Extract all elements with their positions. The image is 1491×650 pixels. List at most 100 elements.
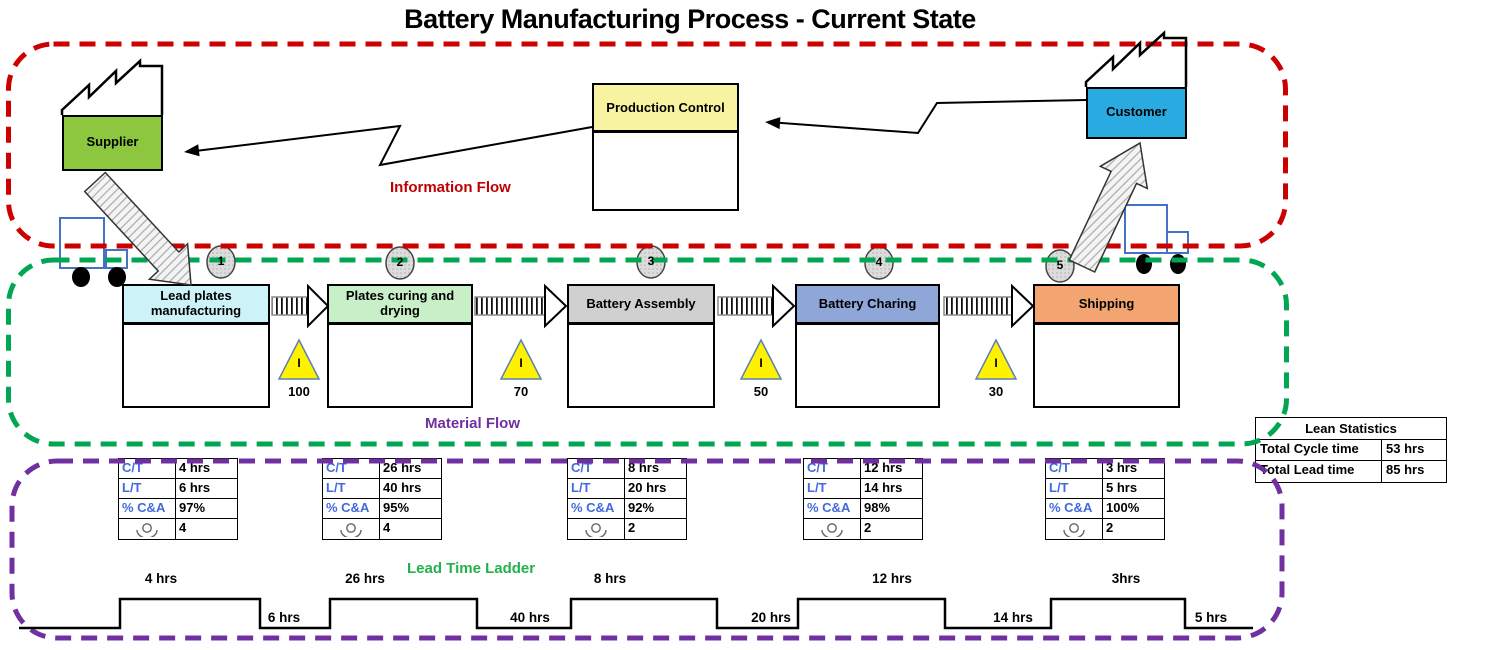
total-lead-time-label: Total Lead time (1256, 461, 1382, 482)
ct-label: C/T (804, 459, 861, 478)
step-number-1: 1 (217, 254, 225, 268)
ct-value: 4 hrs (179, 460, 211, 475)
process-name: Plates curing and drying (329, 286, 471, 325)
ca-value: 95% (383, 500, 410, 515)
customer-node: Customer (1086, 87, 1187, 139)
inventory-quantity: 70 (513, 384, 529, 399)
push-arrow-2 (474, 283, 568, 329)
ladder-segment-label: 26 hrs (345, 571, 385, 586)
supplier-truck-icon (59, 217, 128, 287)
ct-value: 26 hrs (383, 460, 422, 475)
page-title: Battery Manufacturing Process - Current … (404, 4, 976, 34)
push-arrow-3 (717, 283, 796, 329)
total-cycle-time-value: 53 hrs (1386, 441, 1425, 456)
operators-value: 2 (864, 520, 872, 535)
total-lead-time-value: 85 hrs (1386, 462, 1425, 477)
ladder-segment-label: 14 hrs (993, 610, 1033, 625)
lean-statistics-title: Lean Statistics (1256, 418, 1446, 440)
inventory-symbol: I (994, 356, 998, 370)
inventory-quantity: 30 (988, 384, 1004, 399)
operators-value: 2 (628, 520, 636, 535)
operator-icon (119, 519, 176, 539)
table-row: Total Lead time 85 hrs (1256, 461, 1446, 482)
customer-truck-icon (1124, 204, 1189, 274)
process-body (797, 325, 938, 406)
push-arrow-1 (271, 283, 330, 329)
ct-label: C/T (1046, 459, 1103, 478)
step-number-4: 4 (875, 255, 883, 269)
lt-label: L/T (119, 479, 176, 498)
process-body (569, 325, 713, 406)
inventory-symbol: I (759, 356, 763, 370)
lt-value: 5 hrs (1106, 480, 1138, 495)
process-box-3: Battery Assembly (567, 284, 715, 408)
ca-value: 97% (179, 500, 206, 515)
inventory-quantity: 50 (753, 384, 769, 399)
lt-value: 20 hrs (628, 480, 667, 495)
lead-time-ladder-label: Lead Time Ladder (407, 560, 536, 577)
operator-icon (804, 519, 861, 539)
table-row: Total Cycle time 53 hrs (1256, 440, 1446, 461)
inventory-symbol: I (297, 356, 301, 370)
information-flow-label: Information Flow (390, 179, 511, 196)
lt-value: 6 hrs (179, 480, 211, 495)
operators-value: 2 (1106, 520, 1114, 535)
ladder-segment-label: 12 hrs (872, 571, 912, 586)
production-control-to-supplier-arrow (184, 124, 593, 167)
ct-value: 12 hrs (864, 460, 903, 475)
table-row: 2 (1046, 519, 1164, 539)
operators-value: 4 (179, 520, 187, 535)
process-name: Lead plates manufacturing (124, 286, 268, 325)
process-box-4: Battery Charing (795, 284, 940, 408)
process-box-1: Lead plates manufacturing (122, 284, 270, 408)
ladder-segment-label: 8 hrs (593, 571, 627, 586)
step-number-2: 2 (396, 255, 404, 269)
operator-icon (323, 519, 380, 539)
lead-time-ladder-line (19, 597, 1253, 630)
inventory-quantity: 100 (288, 384, 310, 399)
push-arrow-4 (943, 283, 1035, 329)
ladder-segment-label: 40 hrs (510, 610, 550, 625)
ct-value: 8 hrs (628, 460, 660, 475)
operator-icon (568, 519, 625, 539)
ca-label: % C&A (804, 499, 861, 518)
ca-label: % C&A (568, 499, 625, 518)
ct-label: C/T (119, 459, 176, 478)
supplier-factory-roof-icon (60, 58, 164, 115)
ca-label: % C&A (1046, 499, 1103, 518)
process-body (1035, 325, 1178, 406)
supplier-node: Supplier (62, 115, 163, 171)
material-flow-label: Material Flow (425, 415, 521, 432)
process-name: Battery Assembly (569, 286, 713, 325)
process-box-2: Plates curing and drying (327, 284, 473, 408)
supplier-shipment-arrow (83, 171, 192, 286)
step-number-3: 3 (647, 254, 655, 268)
lt-label: L/T (568, 479, 625, 498)
lean-statistics-table: Lean Statistics Total Cycle time 53 hrs … (1255, 417, 1447, 483)
ct-label: C/T (323, 459, 380, 478)
table-row: 4 (119, 519, 237, 539)
ladder-segment-label: 4 hrs (144, 571, 178, 586)
table-row: 2 (804, 519, 922, 539)
process-box-5: Shipping (1033, 284, 1180, 408)
lt-label: L/T (804, 479, 861, 498)
process-body (329, 325, 471, 406)
process-name: Shipping (1035, 286, 1178, 325)
